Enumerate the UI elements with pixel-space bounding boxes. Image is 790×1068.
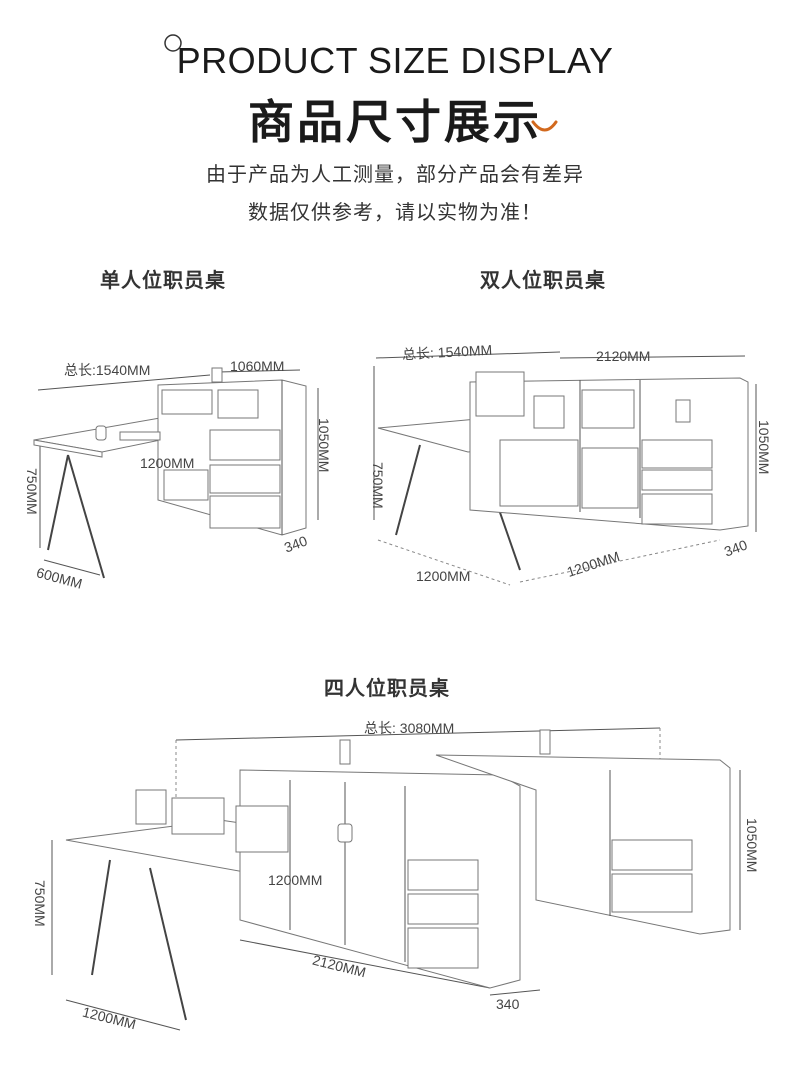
page-title-en: PRODUCT SIZE DISPLAY [176, 40, 614, 81]
single-desk-heading: 单人位职员桌 [100, 268, 226, 292]
decor-circle-icon [164, 34, 182, 52]
quad-cabinet-depth: 340 [496, 996, 520, 1012]
double-width: 2120MM [596, 348, 651, 364]
quad-desk-length: 1200MM [268, 872, 323, 888]
single-desk-length: 1200MM [140, 455, 195, 471]
double-desk-length: 1200MM [416, 568, 471, 584]
page-title-cn: 商品尺寸展示 [248, 95, 542, 149]
quad-total-length: 总长: 3080MM [364, 720, 455, 736]
quad-cabinet-height: 1050MM [744, 818, 760, 873]
disclaimer-line-2: 数据仅供参考，请以实物为准！ [248, 200, 542, 224]
quad-desk-heading: 四人位职员桌 [324, 676, 450, 700]
single-cabinet-length: 1060MM [230, 358, 285, 374]
quad-height: 750MM [32, 880, 48, 927]
disclaimer-line-1: 由于产品为人工测量，部分产品会有差异 [206, 162, 584, 186]
accent-swoosh-icon [531, 120, 558, 132]
single-total-length: 总长:1540MM [64, 362, 151, 378]
double-desk-heading: 双人位职员桌 [480, 268, 606, 292]
